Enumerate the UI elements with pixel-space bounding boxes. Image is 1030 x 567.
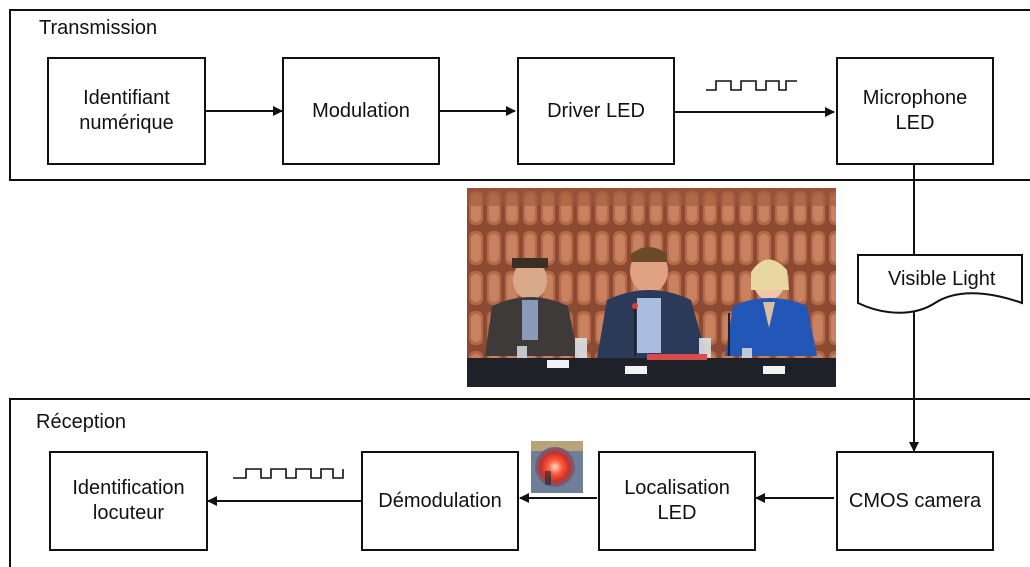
box-microphone-led: Microphone LED	[836, 57, 994, 165]
conference-panel-photo	[467, 188, 836, 387]
box-localisation-led: Localisation LED	[598, 451, 756, 551]
box-cmos-camera: CMOS camera	[836, 451, 994, 551]
box-localisation-label: Localisation LED	[624, 477, 730, 524]
box-identification-label: Identification locuteur	[72, 477, 185, 524]
box-modulation-label: Modulation	[312, 99, 410, 122]
square-wave-tx	[706, 80, 797, 91]
box-identification-locuteur: Identification locuteur	[49, 451, 208, 551]
box-demodulation-label: Démodulation	[378, 489, 502, 512]
visible-light-label: Visible Light	[888, 268, 996, 290]
box-driver-led: Driver LED	[517, 57, 675, 165]
visible-light-shape	[857, 254, 1023, 314]
reception-section	[9, 398, 1030, 567]
box-identifiant-numerique: Identifiant numérique	[47, 57, 206, 165]
transmission-section	[9, 9, 1030, 181]
box-modulation: Modulation	[282, 57, 440, 165]
box-demodulation: Démodulation	[361, 451, 519, 551]
reception-title: Réception	[36, 411, 127, 433]
transmission-title: Transmission	[39, 17, 158, 39]
box-identifiant-label: Identifiant numérique	[79, 87, 174, 134]
box-microphone-label: Microphone LED	[862, 87, 968, 134]
box-cmos-label: CMOS camera	[848, 489, 982, 512]
led-glow-thumbnail	[531, 441, 583, 493]
square-wave-rx	[233, 468, 344, 479]
box-driver-label: Driver LED	[547, 99, 645, 122]
